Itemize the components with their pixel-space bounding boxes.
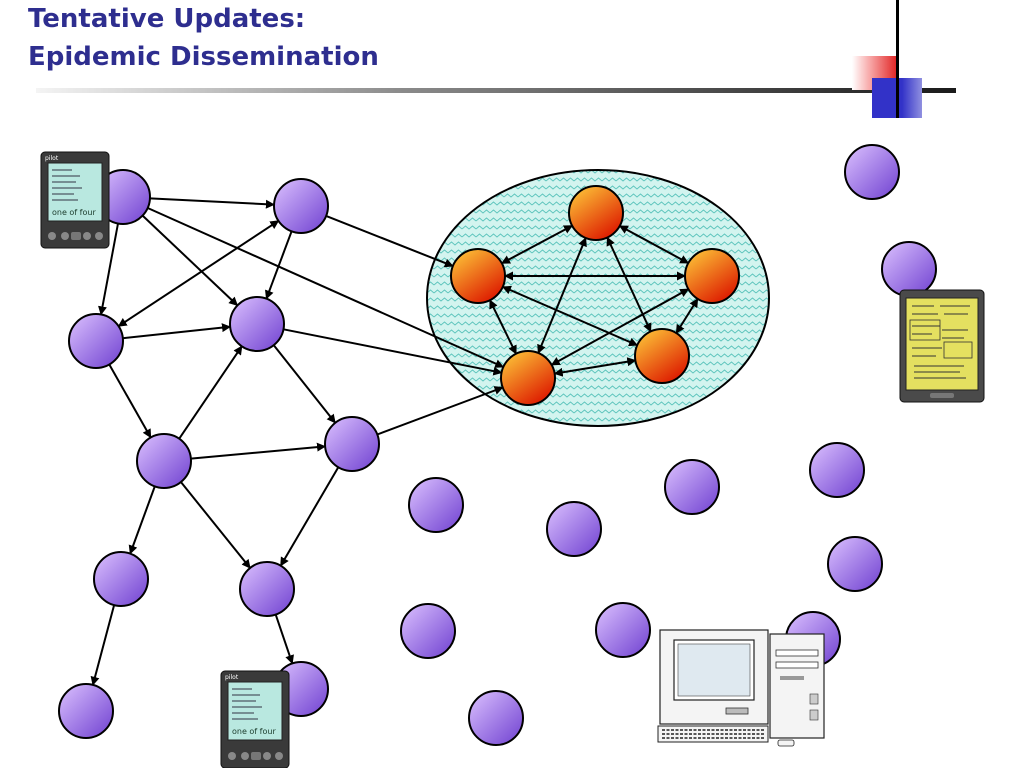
- pda-screen-text: one of four: [52, 208, 96, 217]
- bidirectional-arrow: [501, 224, 573, 265]
- replica-node: [136, 433, 192, 489]
- replica-node: [468, 690, 524, 746]
- bidirectional-arrow: [117, 219, 280, 328]
- slide-title-line-1: Tentative Updates:: [28, 4, 306, 34]
- server-node: [684, 248, 740, 304]
- propagation-arrow: [141, 214, 239, 307]
- replica-node: [273, 178, 329, 234]
- desktop-computer-icon: [657, 629, 825, 747]
- propagation-arrow: [273, 344, 336, 424]
- slide-title: Tentative Updates: Epidemic Disseminatio…: [28, 0, 379, 76]
- replica-node: [664, 459, 720, 515]
- replica-node: [400, 603, 456, 659]
- propagation-arrow: [178, 345, 243, 440]
- replica-node: [324, 416, 380, 472]
- replica-node: [827, 536, 883, 592]
- replica-node: [881, 241, 937, 297]
- server-node: [568, 185, 624, 241]
- propagation-arrow: [122, 323, 231, 340]
- propagation-arrow: [180, 481, 251, 569]
- propagation-arrow: [274, 614, 294, 665]
- propagation-arrow: [90, 604, 116, 686]
- bidirectional-arrow: [489, 299, 517, 355]
- propagation-arrow: [128, 486, 156, 555]
- propagation-arrow: [190, 442, 326, 460]
- propagation-arrow: [325, 214, 454, 268]
- bidirectional-arrow: [550, 288, 690, 366]
- replica-node: [58, 683, 114, 739]
- replica-node: [595, 602, 651, 658]
- slide-title-line-2: Epidemic Dissemination: [28, 42, 379, 72]
- corner-decoration-line: [896, 0, 899, 118]
- propagation-arrow: [265, 230, 293, 300]
- replica-node: [93, 551, 149, 607]
- pda-brand-label: pilot: [225, 674, 239, 681]
- propagation-arrow: [98, 223, 119, 316]
- replica-node: [68, 313, 124, 369]
- replica-node: [229, 296, 285, 352]
- pda-screen-text: one of four: [232, 727, 276, 736]
- propagation-arrow: [279, 466, 340, 567]
- replica-node: [844, 144, 900, 200]
- tablet-icon: [899, 289, 985, 403]
- server-node: [634, 328, 690, 384]
- propagation-arrow: [149, 197, 275, 209]
- server-node: [450, 248, 506, 304]
- pda-brand-label: pilot: [45, 155, 59, 162]
- title-underline: [36, 88, 956, 93]
- replica-node: [239, 561, 295, 617]
- pda-icon: pilot one of four: [40, 151, 110, 249]
- propagation-arrow: [376, 386, 504, 436]
- replica-node: [546, 501, 602, 557]
- propagation-arrow: [108, 364, 152, 439]
- bidirectional-arrow: [618, 225, 690, 264]
- replica-node: [408, 477, 464, 533]
- propagation-arrow: [283, 328, 503, 376]
- pda-icon: pilot one of four: [220, 670, 290, 768]
- server-node: [500, 350, 556, 406]
- bidirectional-arrow: [553, 357, 637, 377]
- replica-node: [809, 442, 865, 498]
